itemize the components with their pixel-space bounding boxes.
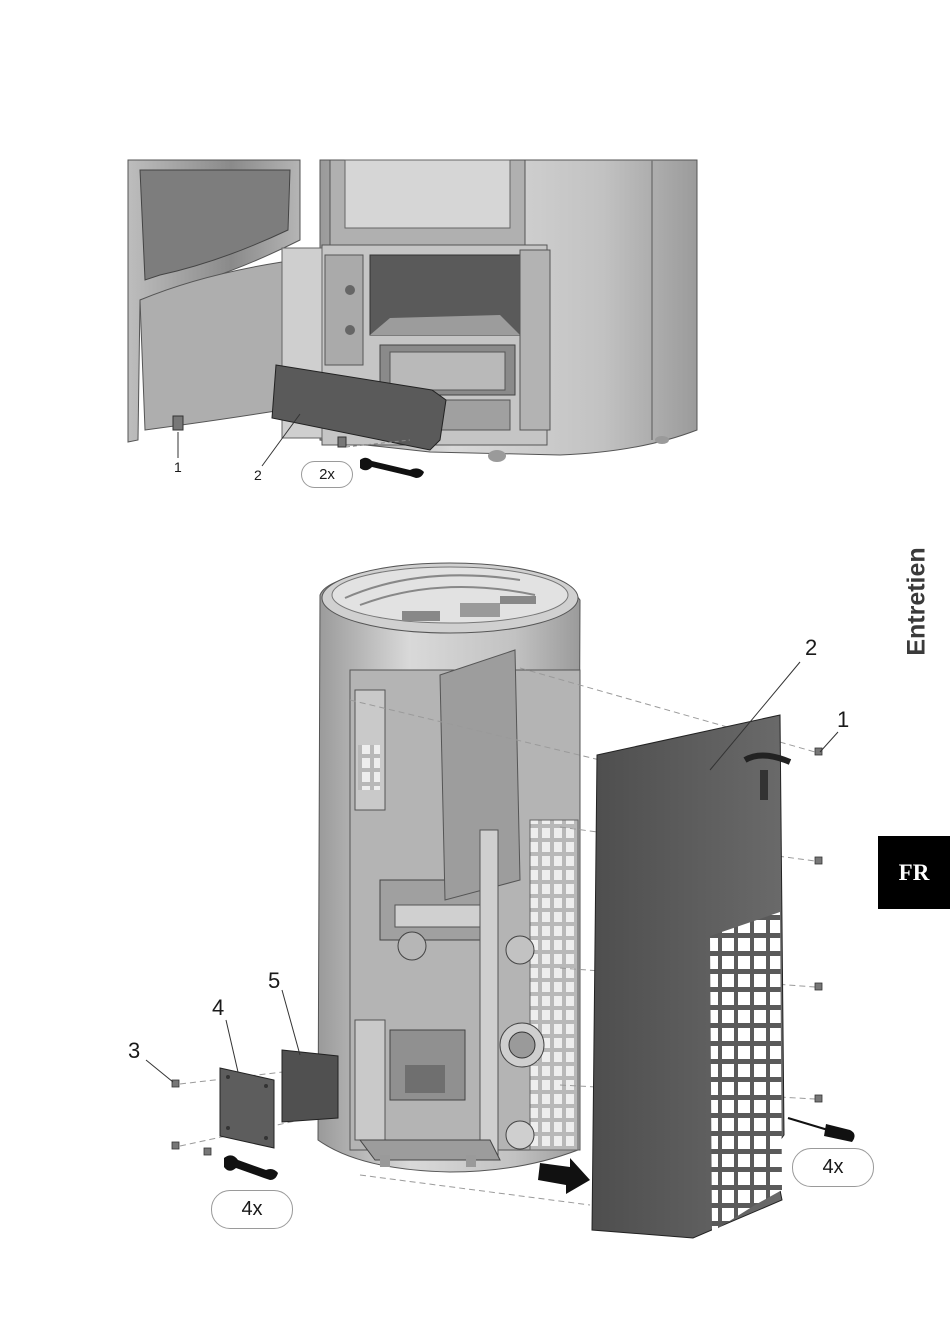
callout-part-1: 1 bbox=[174, 460, 182, 474]
quantity-label-top: 2x bbox=[301, 461, 353, 488]
callout-part-1-bottom: 1 bbox=[837, 709, 849, 731]
callout-part-4: 4 bbox=[212, 997, 224, 1019]
bottom-figure bbox=[146, 563, 838, 1238]
top-figure bbox=[128, 160, 697, 466]
wrench-icon bbox=[224, 1155, 278, 1180]
quantity-label-right: 4x bbox=[792, 1148, 874, 1187]
screwdriver-icon bbox=[788, 1118, 855, 1142]
callout-part-2-bottom: 2 bbox=[805, 637, 817, 659]
language-tab: FR bbox=[878, 836, 950, 909]
callout-part-5: 5 bbox=[268, 970, 280, 992]
quantity-label-left: 4x bbox=[211, 1190, 293, 1229]
callout-part-2: 2 bbox=[254, 468, 262, 482]
wrench-icon bbox=[360, 458, 424, 478]
callout-part-3: 3 bbox=[128, 1040, 140, 1062]
section-label: Entretien bbox=[887, 540, 947, 662]
arrow-right-icon bbox=[538, 1158, 590, 1194]
